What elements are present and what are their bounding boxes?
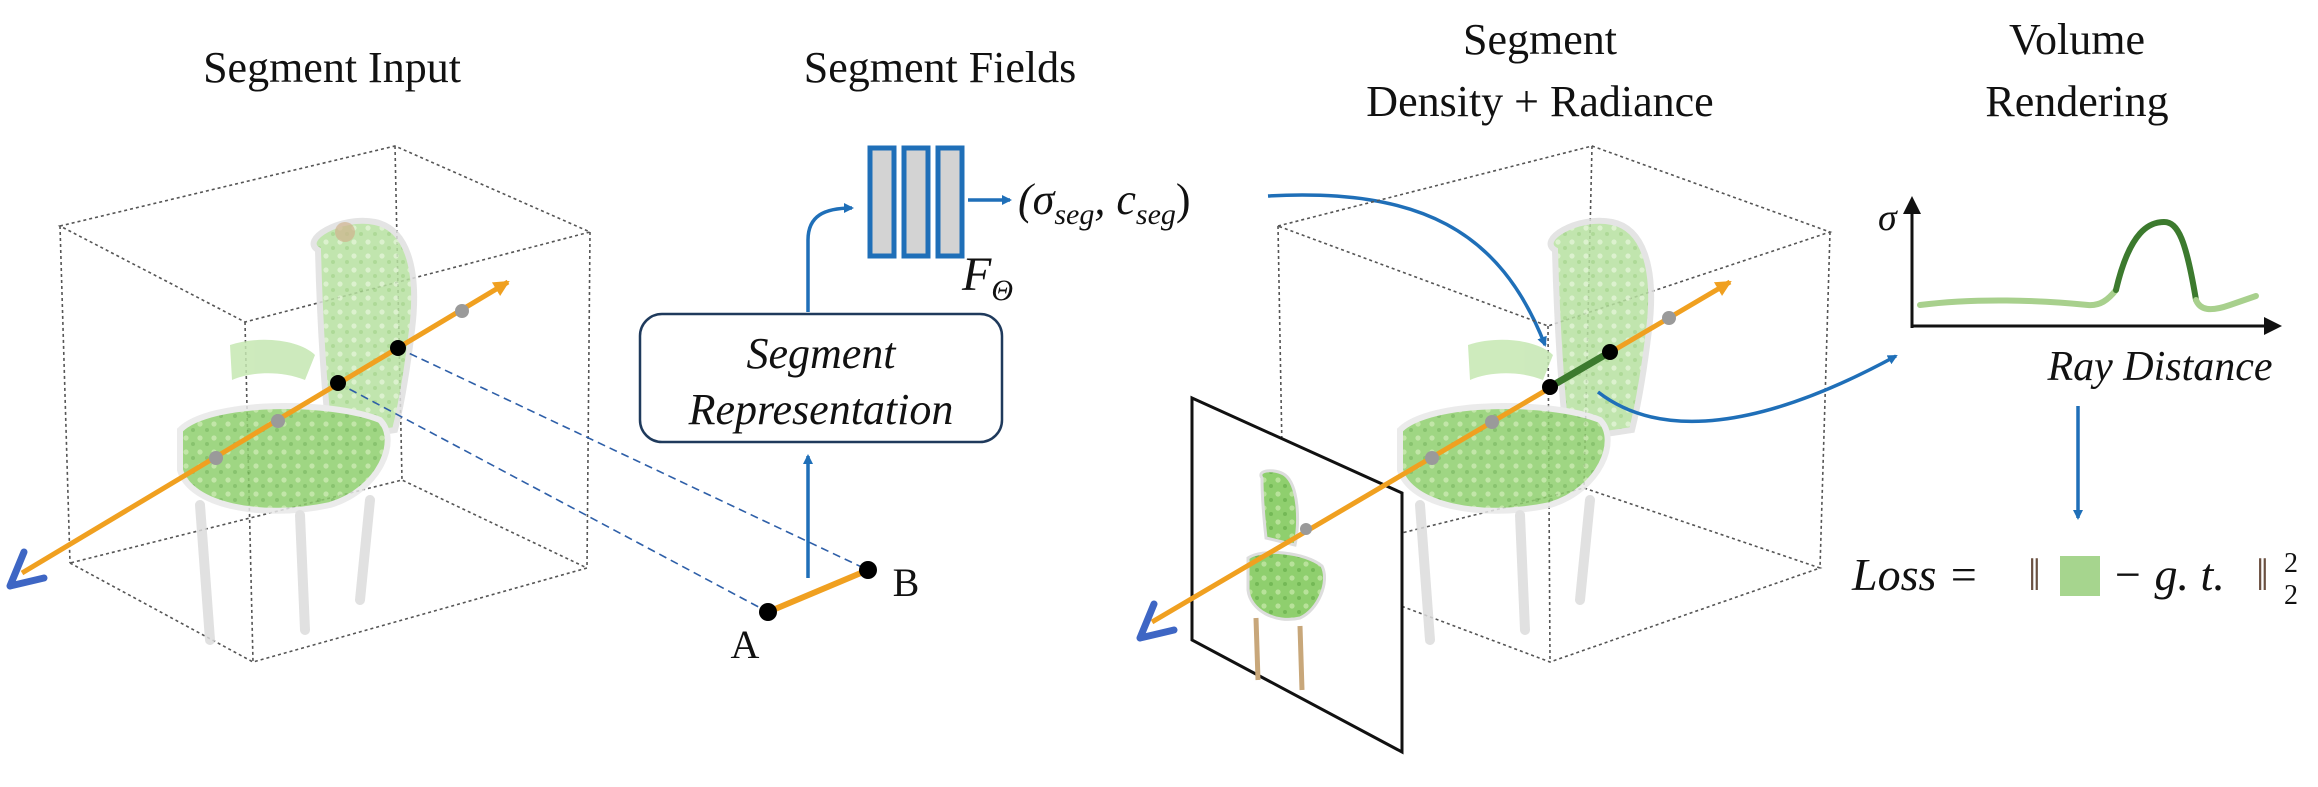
segment-representation-box — [638, 312, 1004, 444]
plot-y-arrowhead — [1903, 196, 1921, 214]
projection-lines — [337, 347, 869, 613]
segment-highlight — [1548, 348, 1612, 391]
title-volume-line2: Rendering — [1985, 77, 2168, 126]
plot-y-label: σ — [1878, 197, 1898, 239]
sample-points-density — [1425, 311, 1676, 465]
input-ray — [20, 279, 510, 576]
loss-sup: 2 — [2284, 548, 2298, 579]
fields-output: (σseg, cseg) — [1018, 175, 1191, 231]
plot-x-arrowhead — [2264, 317, 2282, 335]
title-segment-fields: Segment Fields — [804, 43, 1077, 92]
density-plot: σ Ray Distance — [1878, 196, 2282, 390]
camera-icon-input — [6, 548, 48, 590]
title-volume-line1: Volume — [2009, 15, 2145, 64]
network-label: FΘ — [961, 248, 1013, 307]
title-density-line1: Segment — [1463, 15, 1617, 64]
segment-ab — [766, 567, 870, 615]
pixel-point — [1300, 523, 1312, 535]
title-segment-input: Segment Input — [203, 43, 461, 92]
loss-minus-gt: − g. t. — [2112, 549, 2225, 600]
segment-endpoint-a-density — [1542, 379, 1558, 395]
mlp-network-icon — [867, 145, 965, 259]
representation-line1: Segment — [746, 329, 897, 378]
representation-line2: Representation — [688, 385, 954, 434]
arrow-output-to-segment — [1267, 193, 1547, 347]
segment-endpoint-b-input — [390, 340, 406, 356]
density-ray — [1150, 279, 1732, 625]
point-a — [759, 603, 777, 621]
density-curve-tail — [2193, 293, 2259, 313]
title-density-line2: Density + Radiance — [1366, 77, 1713, 126]
density-curve-peak — [2113, 218, 2199, 303]
sample-points-input — [209, 304, 469, 465]
segment-endpoint-a-input — [330, 375, 346, 391]
chair-image-plane — [1246, 469, 1327, 691]
loss-color-swatch — [2060, 556, 2100, 596]
loss-open-norm: ‖ — [2028, 549, 2041, 600]
label-b: B — [893, 560, 920, 605]
loss-sub: 2 — [2284, 580, 2298, 611]
loss-close-norm: ‖ — [2256, 549, 2269, 600]
loss-equation: Loss = ‖ − g. t. ‖ 2 2 — [1851, 548, 2298, 611]
loss-label: Loss = — [1851, 549, 1979, 600]
camera-icon-density — [1136, 600, 1178, 642]
point-b — [859, 561, 877, 579]
arrow-representation-to-network — [806, 203, 854, 312]
arrow-segment-to-plot — [1596, 354, 1898, 424]
density-curve-light — [1917, 287, 2119, 309]
plot-x-label: Ray Distance — [2046, 344, 2272, 390]
chair-image-density — [1397, 217, 1655, 645]
input-bounding-box — [57, 145, 593, 663]
label-a: A — [731, 622, 760, 667]
segment-endpoint-b-density — [1602, 344, 1618, 360]
chair-image-input — [177, 217, 418, 645]
